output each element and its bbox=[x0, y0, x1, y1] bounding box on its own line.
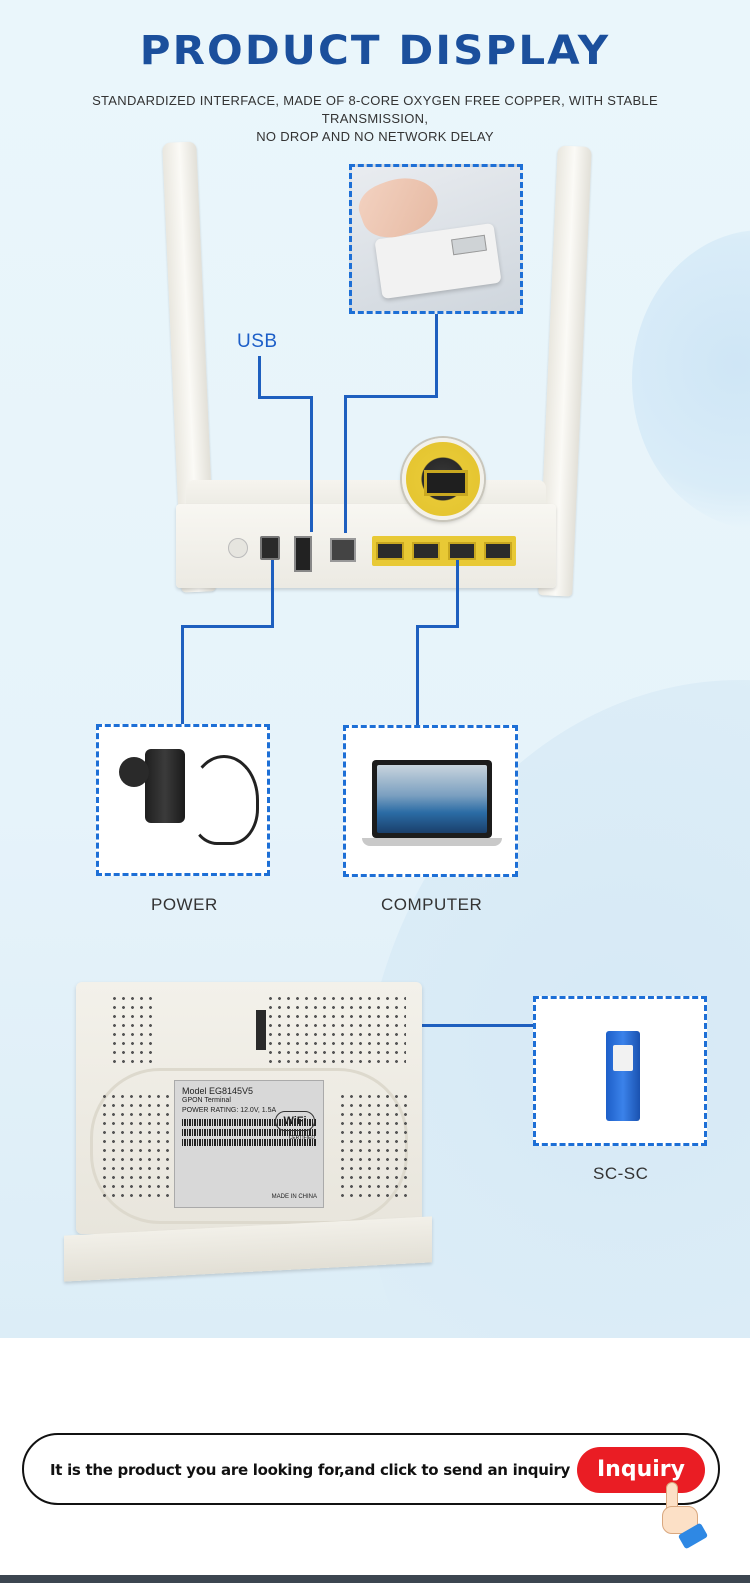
computer-connector-line bbox=[416, 625, 459, 628]
footer-bar bbox=[0, 1575, 750, 1583]
lan-port-zoom bbox=[402, 438, 484, 520]
device-model: Model EG8145V5 bbox=[182, 1086, 254, 1096]
barcode bbox=[182, 1139, 316, 1146]
vent-grid bbox=[338, 1092, 410, 1202]
power-connector-line bbox=[181, 625, 274, 628]
vent-grid bbox=[100, 1092, 170, 1202]
vent-grid bbox=[110, 994, 154, 1064]
computer-connector-line bbox=[456, 560, 459, 628]
usb-port bbox=[294, 536, 312, 572]
background-blob bbox=[632, 230, 750, 530]
lan-port bbox=[412, 542, 440, 560]
usb-label: USB bbox=[237, 331, 278, 352]
subtitle-line: NO DROP AND NO NETWORK DELAY bbox=[256, 129, 494, 144]
laptop-base bbox=[362, 838, 502, 846]
sc-connector-image bbox=[533, 996, 707, 1146]
telephone-image bbox=[349, 164, 523, 314]
adapter-body bbox=[145, 749, 185, 823]
adapter-plug bbox=[119, 757, 149, 787]
device-label: Model EG8145V5 GPON Terminal POWER RATIN… bbox=[174, 1080, 324, 1208]
usb-connector-line bbox=[258, 356, 261, 398]
power-button bbox=[228, 538, 248, 558]
usb-connector-line bbox=[310, 396, 313, 532]
usb-connector-line bbox=[258, 396, 313, 399]
sc-label: SC-SC bbox=[593, 1164, 649, 1183]
page-title: PRODUCT DISPLAY bbox=[139, 28, 611, 74]
lan-port bbox=[448, 542, 476, 560]
sc-port bbox=[256, 1010, 266, 1050]
wifi-logo: WiFi bbox=[275, 1111, 315, 1131]
inquiry-text: It is the product you are looking for,an… bbox=[50, 1461, 571, 1479]
power-adapter-image bbox=[96, 724, 270, 876]
device-terminal: GPON Terminal bbox=[182, 1097, 231, 1104]
phone-connector-line bbox=[344, 395, 438, 398]
barcode bbox=[182, 1129, 316, 1136]
vent-grid bbox=[266, 994, 406, 1064]
power-connector-line bbox=[271, 560, 274, 628]
device-power-rating: POWER RATING: 12.0V, 1.5A bbox=[182, 1107, 277, 1114]
router-rear-panel bbox=[176, 480, 556, 588]
inquiry-button[interactable]: Inquiry bbox=[577, 1447, 705, 1493]
power-connector-line bbox=[181, 625, 184, 724]
power-label: POWER bbox=[151, 895, 218, 914]
onu-body: Model EG8145V5 GPON Terminal POWER RATIN… bbox=[76, 982, 422, 1234]
made-in-label: MADE IN CHINA bbox=[271, 1194, 317, 1200]
lan-port bbox=[484, 542, 512, 560]
computer-connector-line bbox=[416, 625, 419, 725]
wifi-certified: CERTIFIED bbox=[288, 1135, 315, 1141]
barcode bbox=[182, 1119, 316, 1126]
laptop-screen bbox=[372, 760, 492, 838]
router-top bbox=[186, 480, 546, 508]
phone-port bbox=[330, 538, 356, 562]
lan-ports bbox=[372, 536, 516, 566]
adapter-cable bbox=[189, 755, 259, 845]
sc-connector bbox=[606, 1031, 640, 1121]
phone-connector-line bbox=[435, 314, 438, 398]
page-subtitle: STANDARDIZED INTERFACE, MADE OF 8-CORE O… bbox=[40, 92, 710, 146]
inquiry-banner: It is the product you are looking for,an… bbox=[22, 1433, 720, 1505]
lan-port bbox=[376, 542, 404, 560]
phone-connector-line bbox=[344, 395, 347, 533]
pointing-hand-icon bbox=[658, 1482, 709, 1550]
computer-label: COMPUTER bbox=[381, 895, 483, 914]
computer-image bbox=[343, 725, 518, 877]
subtitle-line: STANDARDIZED INTERFACE, MADE OF 8-CORE O… bbox=[92, 93, 658, 126]
onu-bottom-view: Model EG8145V5 GPON Terminal POWER RATIN… bbox=[64, 982, 432, 1282]
dc-power-port bbox=[260, 536, 280, 560]
